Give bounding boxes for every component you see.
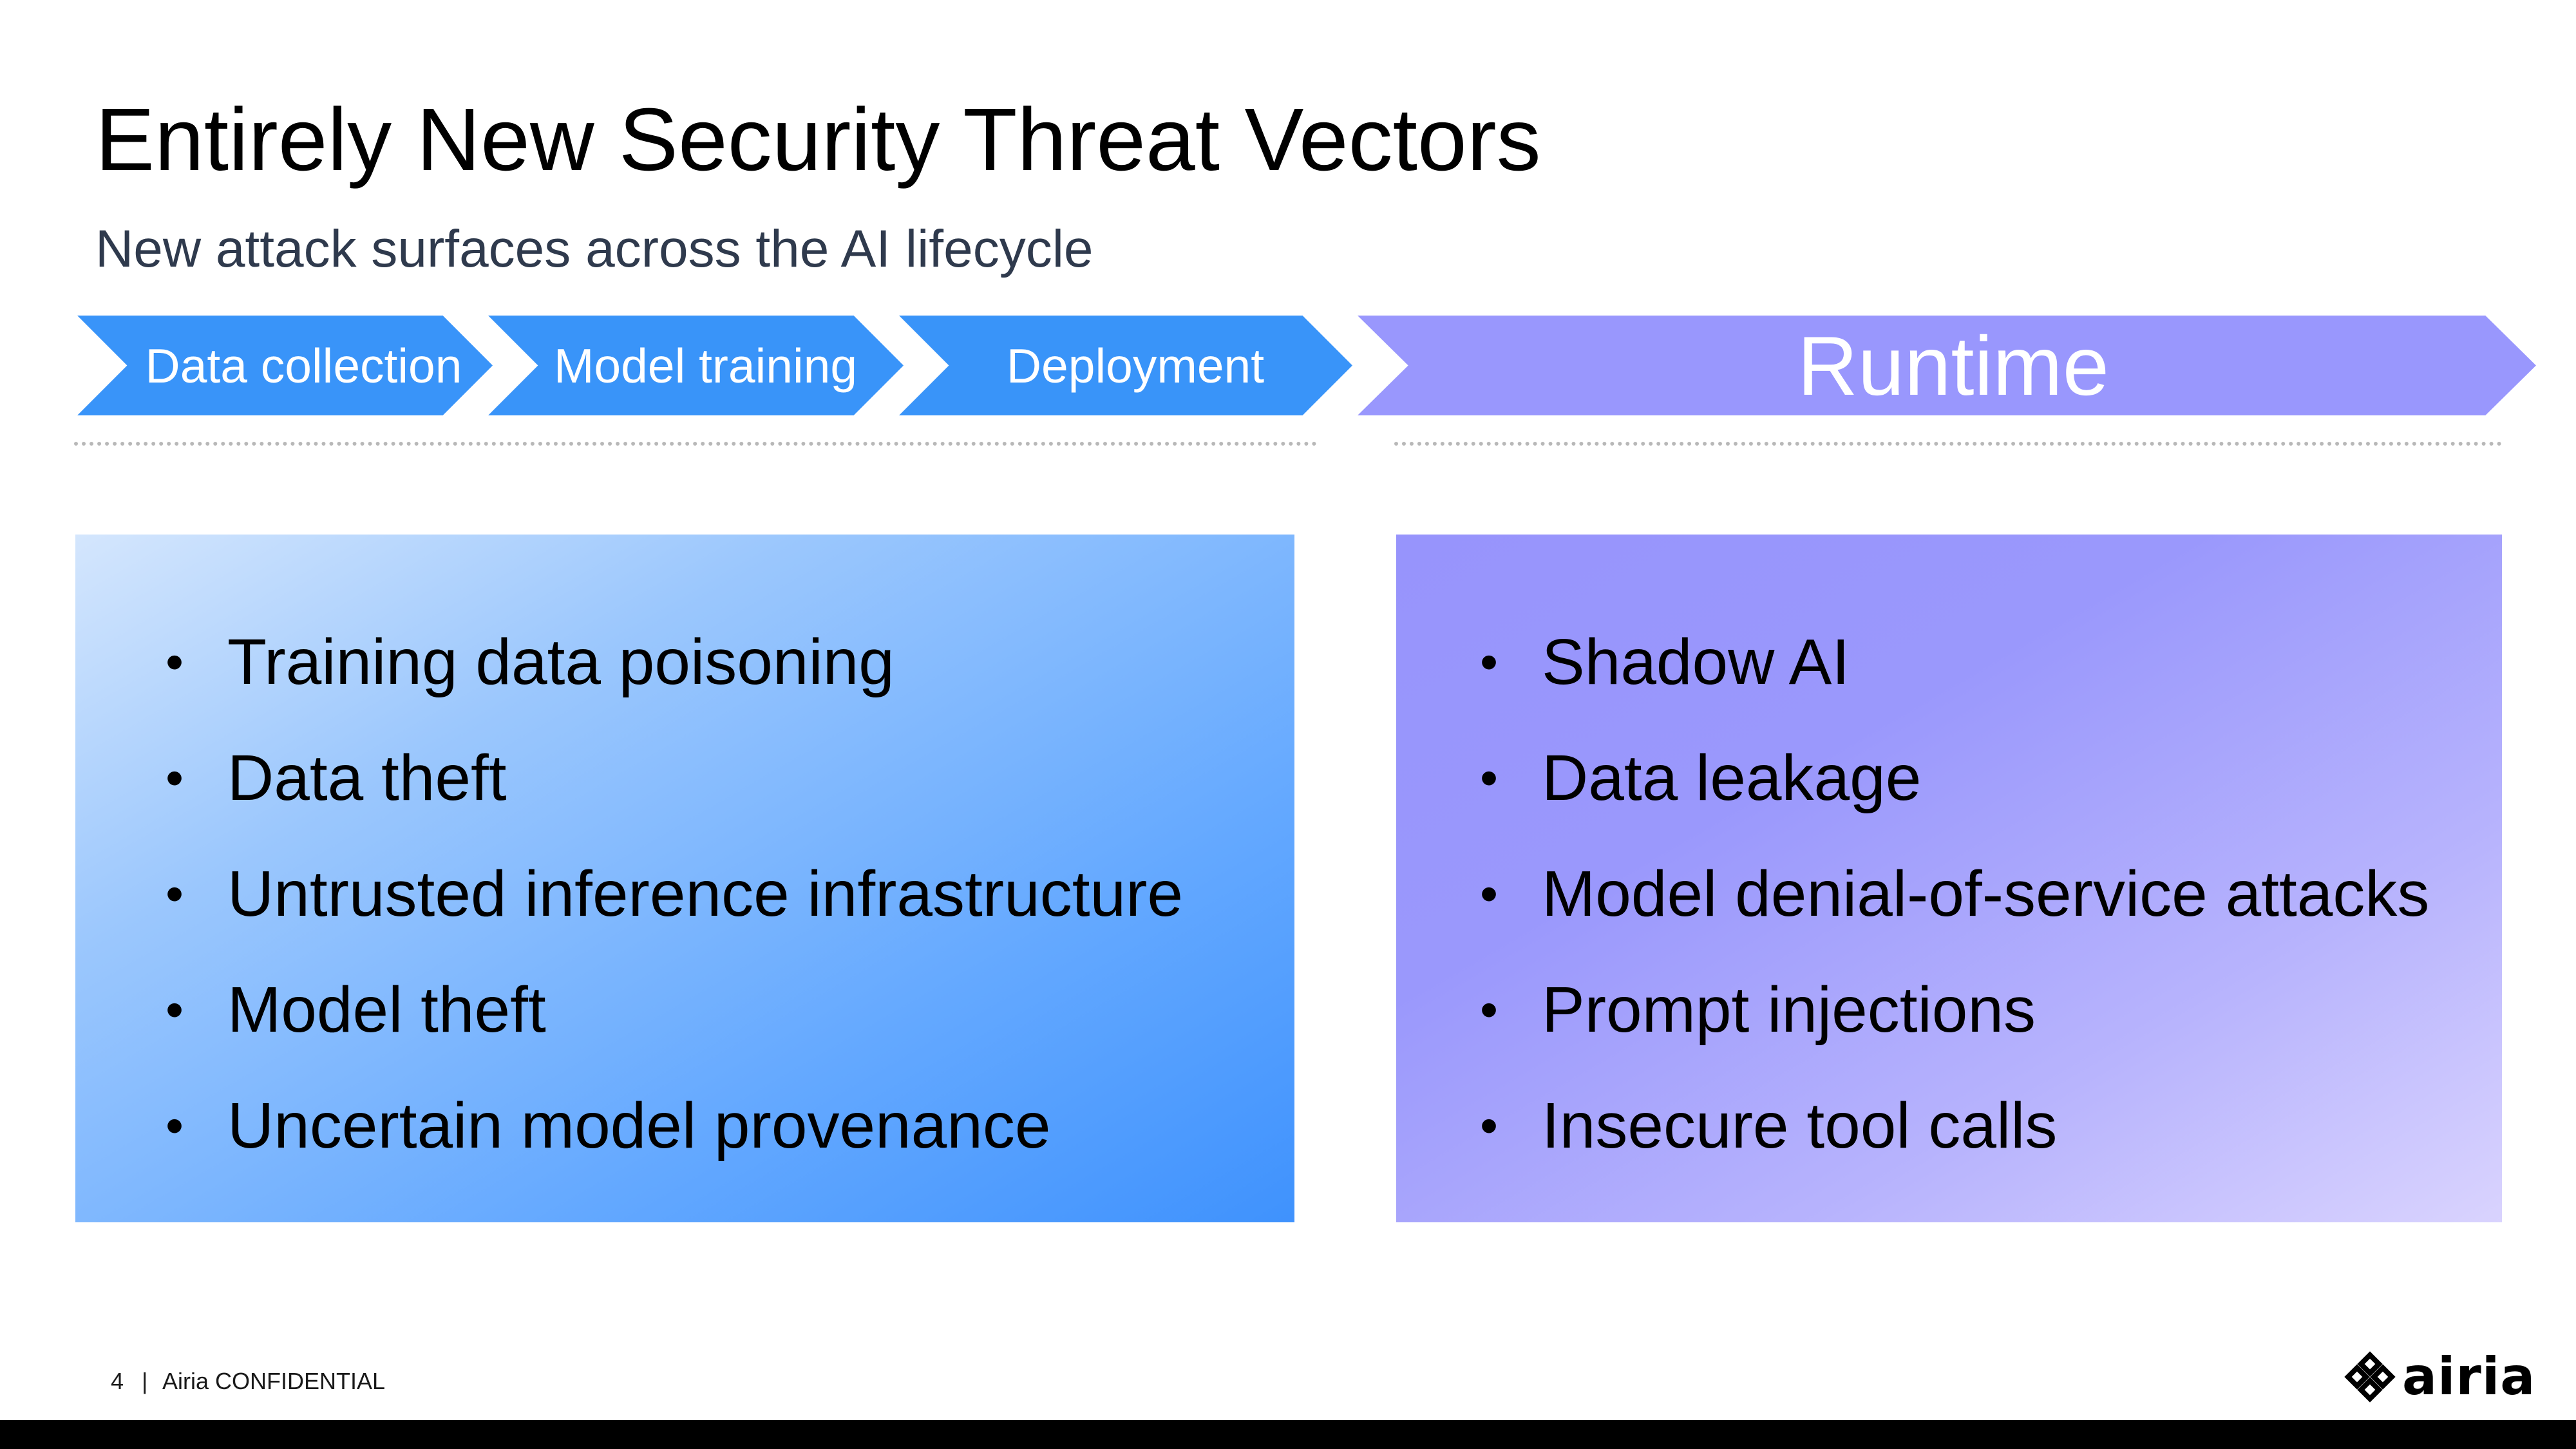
- stage-data-collection: Data collection: [77, 316, 493, 415]
- threat-label: Uncertain model provenance: [227, 1089, 1051, 1162]
- airia-logo: airia: [2344, 1351, 2535, 1403]
- threat-label: Shadow AI: [1542, 625, 1850, 698]
- threat-label: Model denial-of-service attacks: [1542, 857, 2430, 930]
- stage-deployment: Deployment: [899, 316, 1352, 415]
- threat-label: Data theft: [227, 741, 507, 814]
- threat-label: Prompt injections: [1542, 973, 2036, 1046]
- slide-title: Entirely New Security Threat Vectors: [95, 90, 1541, 189]
- runtime-threats-list: • Shadow AI • Data leakage • Model denial-o…: [1396, 604, 2502, 1184]
- pre-runtime-threats-list: • Training data poisoning • Data theft • Un…: [75, 604, 1294, 1184]
- confidential-label: Airia CONFIDENTIAL: [162, 1368, 386, 1394]
- pre-runtime-divider: [74, 442, 1317, 446]
- list-item: • Data leakage: [1396, 720, 2502, 836]
- list-item: • Data theft: [75, 720, 1294, 836]
- bullet-icon: •: [166, 1097, 184, 1154]
- threat-label: Model theft: [227, 973, 546, 1046]
- pre-runtime-threats-panel: • Training data poisoning • Data theft • Un…: [75, 535, 1294, 1222]
- logo-wordmark: airia: [2402, 1347, 2536, 1406]
- bullet-icon: •: [166, 633, 184, 690]
- list-item: • Untrusted inference infrastructure: [75, 836, 1294, 952]
- bullet-icon: •: [1480, 633, 1499, 690]
- stage-label: Data collection: [145, 338, 462, 393]
- threat-label: Untrusted inference infrastructure: [227, 857, 1184, 930]
- bullet-icon: •: [1480, 865, 1499, 922]
- threat-label: Data leakage: [1542, 741, 1922, 814]
- page-number: 4: [111, 1368, 124, 1394]
- stage-model-training: Model training: [488, 316, 904, 415]
- list-item: • Insecure tool calls: [1396, 1068, 2502, 1184]
- list-item: • Training data poisoning: [75, 604, 1294, 720]
- bullet-icon: •: [1480, 981, 1499, 1038]
- footer-separator: |: [142, 1368, 148, 1394]
- slide-subtitle: New attack surfaces across the AI lifecy…: [95, 220, 1094, 278]
- bullet-icon: •: [1480, 1097, 1499, 1154]
- stage-label: Model training: [553, 338, 858, 393]
- bullet-icon: •: [166, 749, 184, 806]
- bullet-icon: •: [166, 865, 184, 922]
- stage-runtime: Runtime: [1358, 316, 2536, 415]
- list-item: • Model denial-of-service attacks: [1396, 836, 2502, 952]
- bottom-bar: [0, 1420, 2576, 1449]
- list-item: • Uncertain model provenance: [75, 1068, 1294, 1184]
- stage-label: Deployment: [1006, 338, 1265, 393]
- runtime-threats-panel: • Shadow AI • Data leakage • Model denial-o…: [1396, 535, 2502, 1222]
- threat-label: Insecure tool calls: [1542, 1089, 2058, 1162]
- bullet-icon: •: [166, 981, 184, 1038]
- airia-logo-icon: [2344, 1351, 2396, 1403]
- list-item: • Model theft: [75, 952, 1294, 1068]
- list-item: • Prompt injections: [1396, 952, 2502, 1068]
- bullet-icon: •: [1480, 749, 1499, 806]
- stage-label: Runtime: [1797, 318, 2110, 413]
- runtime-divider: [1394, 442, 2502, 446]
- threat-label: Training data poisoning: [227, 625, 895, 698]
- list-item: • Shadow AI: [1396, 604, 2502, 720]
